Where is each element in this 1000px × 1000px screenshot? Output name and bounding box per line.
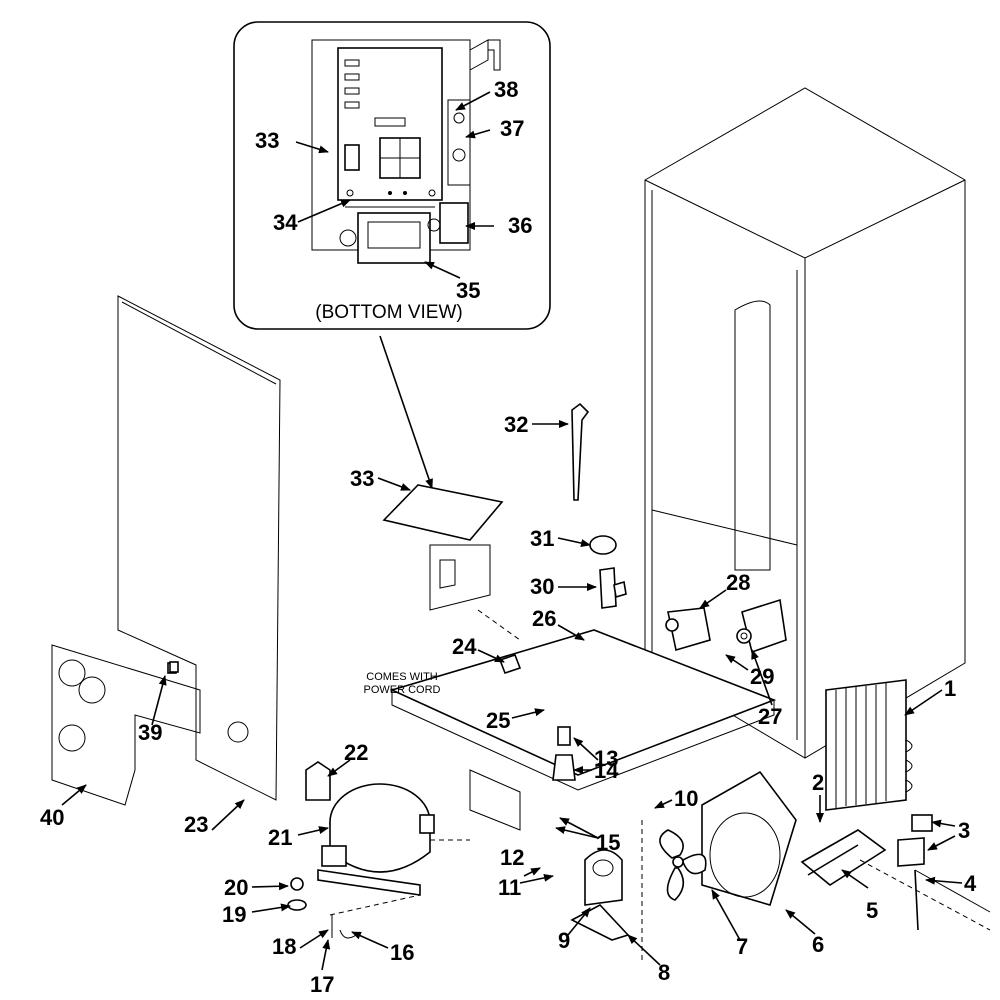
callout-24: 24 [452,634,477,659]
callout-16: 16 [390,940,414,965]
callout-30: 30 [530,574,554,599]
condenser [825,679,913,811]
bushing [557,726,571,746]
cabinet [644,87,966,759]
water-valve-27 [741,598,787,654]
callout-5: 5 [866,898,878,923]
bracket [382,484,504,541]
strain-relief [498,653,522,675]
back-panel [117,295,281,801]
callout-6: 6 [812,932,824,957]
compressor [317,783,435,896]
callout-32: 32 [504,412,528,437]
washer [287,899,307,911]
callout-1: 1 [944,676,956,701]
fan-motor [570,849,630,941]
base-pan [389,629,777,831]
inset-caption: (BOTTOM VIEW) [315,302,462,323]
callout-33: 33 [350,466,374,491]
callout-36: 36 [508,213,532,238]
grommet [552,754,576,781]
callout-34: 34 [273,210,298,235]
callout-8: 8 [658,960,670,985]
callout-2: 2 [812,770,824,795]
callout-35: 35 [456,278,480,303]
callout-17: 17 [310,972,334,997]
callout-27: 27 [758,704,782,729]
power-cord-note-line1: COMES WITH [366,671,438,683]
callout-38: 38 [494,77,518,102]
callout-4: 4 [964,871,977,896]
callout-39: 39 [138,720,162,745]
callout-25: 25 [486,708,510,733]
callout-7: 7 [736,934,748,959]
callout-9: 9 [558,928,570,953]
callout-40: 40 [40,805,64,830]
callout-22: 22 [344,740,368,765]
callout-11: 11 [498,875,521,900]
inset-bottom-view: 33 34 35 36 37 38 (BOTTOM VIEW) [233,21,551,330]
callout-arrows [61,420,963,971]
callout-37: 37 [500,116,524,141]
callout-3: 3 [958,818,970,843]
callout-19: 19 [222,902,246,927]
callout-13: 13 [594,746,618,771]
control-board-icon [337,47,443,201]
callout-21: 21 [268,825,292,850]
transformer-icon [339,212,441,264]
fill-tube [571,402,590,501]
cap [589,535,617,555]
callout-23: 23 [184,812,208,837]
tee-fitting [599,567,617,609]
callout-10: 10 [674,786,698,811]
fan-shroud [701,770,797,906]
callout-28: 28 [726,570,750,595]
inset-frame [233,21,551,330]
water-valve-28 [667,607,711,652]
callout-14: 14 [594,758,619,783]
callout-15: 15 [596,830,620,855]
nut [290,877,304,891]
callout-31: 31 [530,526,554,551]
fan-blade [659,829,707,901]
inset-bracket [311,39,471,251]
callout-29: 29 [750,664,774,689]
power-cord-note-line2: POWER CORD [364,684,441,696]
drier-bracket [800,829,887,886]
callout-18: 18 [272,934,296,959]
relay [305,761,331,801]
callout-20: 20 [224,875,248,900]
callout-12: 12 [500,845,524,870]
callout-33-inset: 33 [255,128,279,153]
callout-26: 26 [532,606,556,631]
